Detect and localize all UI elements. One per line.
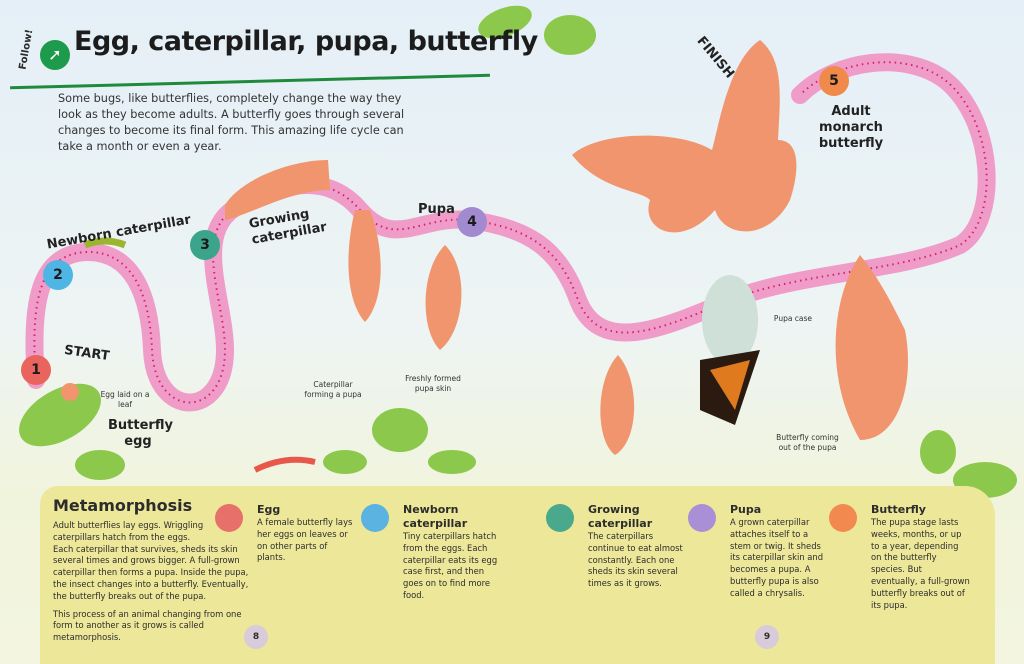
stage-5-marker: 5 bbox=[819, 66, 849, 96]
column-text: A female butterfly lays her eggs on leav… bbox=[257, 517, 353, 563]
stage-4-marker: 4 bbox=[457, 207, 487, 237]
stage-1-label: Butterfly egg bbox=[108, 418, 173, 449]
page-number-right: 9 bbox=[755, 625, 779, 649]
metamorphosis-title: Metamorphosis bbox=[53, 496, 193, 515]
stage-2-marker: 2 bbox=[43, 260, 73, 290]
metamorphosis-paragraph-1: Adult butterflies lay eggs. Wriggling ca… bbox=[53, 520, 249, 601]
metamorphosis-paragraph-2: This process of an animal changing from … bbox=[53, 608, 242, 643]
silhouettes bbox=[61, 40, 908, 455]
pupa-dot bbox=[688, 504, 716, 532]
stage-5-label: Adult monarch butterfly bbox=[818, 104, 884, 151]
column-title: Pupa bbox=[730, 503, 762, 516]
growing-caterpillar-dot bbox=[546, 504, 574, 532]
follow-path-icon: ➚ bbox=[40, 40, 70, 70]
stage-4-label: Pupa bbox=[418, 202, 455, 217]
pupa-forming-silhouette bbox=[348, 210, 381, 322]
caption-egg: Egg laid on a leaf bbox=[100, 390, 150, 409]
emerging-butterfly-photo bbox=[700, 275, 760, 425]
stage-3-marker: 3 bbox=[190, 230, 220, 260]
small-caterpillar-icon bbox=[253, 456, 316, 473]
intro-text: Some bugs, like butterflies, completely … bbox=[58, 92, 405, 153]
page-title: Egg, caterpillar, pupa, butterfly bbox=[74, 26, 538, 57]
caterpillar-silhouette bbox=[225, 160, 330, 220]
egg-shape bbox=[61, 383, 79, 401]
column-title: Egg bbox=[257, 503, 281, 516]
caption-pupa-case: Pupa case bbox=[773, 314, 813, 323]
butterfly-silhouette bbox=[572, 40, 797, 233]
caption-forming: Caterpillar forming a pupa bbox=[304, 380, 362, 399]
caption-coming-out: Butterfly coming out of the pupa bbox=[776, 433, 839, 452]
life-cycle-path-dots bbox=[33, 61, 988, 404]
column-text: The caterpillars continue to eat almost … bbox=[588, 531, 683, 589]
page-number-left: 8 bbox=[244, 625, 268, 649]
column-text: The pupa stage lasts weeks, months, or u… bbox=[871, 517, 970, 610]
column-title: Butterfly bbox=[871, 503, 926, 516]
caterpillar-icon bbox=[83, 237, 127, 249]
hanging-pupa-silhouette bbox=[600, 355, 635, 455]
newborn-caterpillar-dot bbox=[361, 504, 389, 532]
metamorphosis-text: Adult butterflies lay eggs. Wriggling ca… bbox=[53, 520, 263, 644]
butterfly-dot bbox=[829, 504, 857, 532]
column-text: Tiny caterpillars hatch from the eggs. E… bbox=[403, 531, 498, 600]
leaf-decoration bbox=[19, 5, 1017, 498]
egg-dot bbox=[215, 504, 243, 532]
column-text: A grown caterpillar attaches itself to a… bbox=[730, 517, 824, 598]
stage-1-marker: 1 bbox=[21, 355, 51, 385]
pupa-case-silhouette bbox=[835, 255, 908, 440]
caption-fresh: Freshly formed pupa skin bbox=[405, 374, 461, 393]
column-title: Newborn caterpillar bbox=[403, 503, 468, 530]
pupa-silhouette bbox=[425, 245, 462, 350]
column-title: Growing caterpillar bbox=[588, 503, 653, 530]
